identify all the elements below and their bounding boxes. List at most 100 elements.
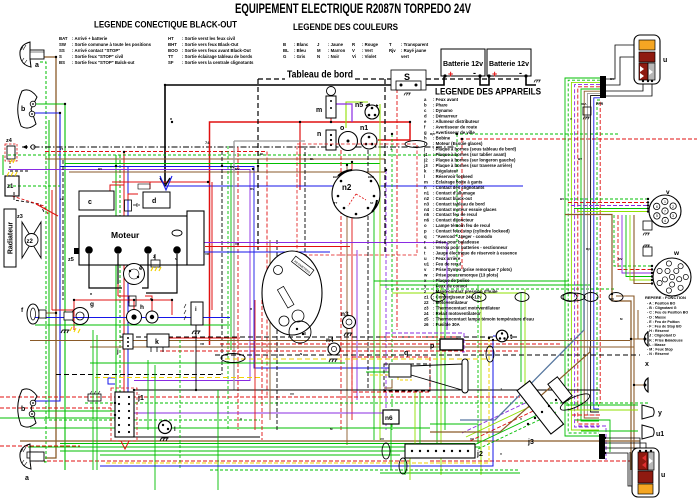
svg-text:: Contact des clignotants: : Contact des clignotants (433, 185, 485, 190)
svg-text:HT: HT (168, 36, 174, 41)
svg-text:a: a (424, 97, 427, 102)
svg-text:R: R (150, 297, 153, 301)
svg-text:t: t (424, 251, 426, 256)
svg-text:: Feux de convoi: : Feux de convoi (433, 284, 467, 289)
svg-text:: Feux avant: : Feux avant (433, 97, 459, 102)
svg-text:: Mano-contact pression d'hui: : Mano-contact pression d'huile (433, 289, 498, 294)
svg-text:: Arrivé + batterie: : Arrivé + batterie (72, 36, 108, 41)
svg-text:Tableau de bord: Tableau de bord (287, 70, 353, 81)
svg-text:VR: VR (200, 342, 205, 346)
svg-text:z6: z6 (424, 322, 429, 327)
svg-text:m: m (424, 179, 428, 184)
svg-text:: Gris: : Gris (294, 54, 306, 59)
svg-text:+: + (448, 69, 453, 79)
svg-text:: Avertisseur de route: : Avertisseur de route (433, 124, 478, 129)
svg-text:: Fusible 30A: : Fusible 30A (433, 322, 460, 327)
svg-text:u1: u1 (656, 431, 664, 438)
svg-text:V: V (500, 452, 502, 456)
svg-text:- H : Réservé: - H : Réservé (647, 329, 669, 333)
svg-text:w: w (423, 273, 428, 278)
svg-text:30A: 30A (581, 102, 587, 106)
svg-text:2: 2 (672, 205, 674, 209)
svg-text:RjV: RjV (586, 247, 591, 251)
svg-text:p: p (430, 343, 434, 350)
svg-text:j3: j3 (423, 163, 428, 168)
svg-text:vert: vert (401, 54, 409, 59)
svg-text:: Prise pour baladeuse: : Prise pour baladeuse (433, 240, 480, 245)
svg-text:BOO: BOO (168, 48, 178, 53)
svg-text:- C : Feu de Position BO: - C : Feu de Position BO (647, 311, 688, 315)
svg-text:o: o (340, 125, 344, 132)
svg-text:: Contact black-out: : Contact black-out (433, 196, 472, 201)
svg-text:: Sortie vers la centrale cli: : Sortie vers la centrale clignotants (182, 60, 254, 65)
svg-text:x: x (424, 278, 427, 283)
svg-text:o: o (424, 223, 427, 228)
svg-text:: Dynamo: : Dynamo (433, 108, 453, 113)
svg-text:l: l (174, 427, 176, 433)
svg-text:: Allumeur distributeur: : Allumeur distributeur (433, 119, 479, 124)
svg-text:j1: j1 (137, 395, 144, 402)
svg-text:e: e (139, 266, 143, 272)
svg-text:BV: BV (610, 77, 614, 81)
svg-text:j1: j1 (423, 152, 428, 157)
svg-text:SF: SF (370, 201, 374, 205)
svg-text:V: V (450, 297, 452, 301)
svg-text:LEGENDE DES APPAREILS: LEGENDE DES APPAREILS (435, 87, 541, 98)
svg-text:J: J (500, 387, 502, 391)
svg-text:N: N (317, 54, 320, 59)
svg-text:Moteur: Moteur (111, 230, 140, 240)
svg-text:74: 74 (205, 140, 210, 145)
svg-text:j3: j3 (527, 439, 534, 446)
svg-text:a: a (35, 62, 39, 69)
svg-text:n2: n2 (424, 196, 430, 201)
svg-text:q: q (424, 234, 427, 239)
svg-text:: Sortie vers feux avant Blac: : Sortie vers feux avant Black-Out (182, 48, 251, 53)
svg-text:VV: VV (470, 437, 474, 441)
svg-text:: Rayé jaune: : Rayé jaune (401, 48, 427, 53)
svg-text:f: f (424, 124, 426, 129)
svg-text:6: 6 (656, 205, 658, 209)
svg-text:PPR: PPR (596, 102, 604, 106)
svg-text:V: V (570, 117, 572, 121)
svg-text:R: R (90, 292, 93, 296)
svg-text:n3: n3 (424, 201, 430, 206)
svg-text:Batterie 12v: Batterie 12v (443, 59, 483, 68)
svg-text:: Feux arrière: : Feux arrière (433, 256, 461, 261)
svg-text:T: T (389, 42, 392, 47)
svg-text:Vi: Vi (352, 54, 356, 59)
svg-text:: Arrivé contact "STOP": : Arrivé contact "STOP" (72, 48, 120, 53)
svg-text:: Feu de recul: : Feu de recul (433, 262, 461, 267)
svg-text:M: M (317, 48, 321, 53)
svg-text:j: j (116, 349, 119, 355)
svg-text:g: g (90, 301, 94, 308)
svg-text:u: u (663, 57, 667, 64)
svg-text:z2: z2 (424, 300, 429, 305)
svg-text:n1: n1 (424, 190, 430, 195)
svg-text:Rjv: Rjv (389, 48, 396, 53)
svg-text:: Vert: : Vert (362, 48, 373, 53)
svg-text:f: f (21, 307, 24, 314)
svg-text:b: b (21, 406, 25, 413)
svg-text:: Réservoir lockeed: : Réservoir lockeed (433, 174, 473, 179)
svg-text:REPERE : FONCTION: REPERE : FONCTION (645, 295, 686, 300)
svg-text:: Sortie éclairage tableau de: : Sortie éclairage tableau de bords (182, 54, 253, 59)
svg-text:: Sortie feux "STOP" Balck-ou: : Sortie feux "STOP" Balck-out (72, 60, 135, 65)
svg-text:S: S (404, 72, 410, 82)
svg-text:SS: SS (59, 48, 65, 53)
svg-text:zz: zz (60, 197, 64, 201)
svg-text:n5: n5 (355, 102, 363, 109)
svg-text:: Relait motoventilateur: : Relait motoventilateur (433, 311, 481, 316)
svg-text:: Plaque à bornes (sur traver: : Plaque à bornes (sur traverse arrière) (433, 163, 513, 168)
svg-text:n6: n6 (385, 415, 393, 422)
svg-text:B: B (283, 42, 286, 47)
svg-text:74: 74 (60, 147, 64, 151)
svg-text:1: 1 (664, 200, 666, 204)
svg-text:J: J (317, 42, 320, 47)
svg-text:y: y (658, 410, 662, 417)
svg-text:RjV: RjV (430, 132, 435, 136)
svg-text:VV: VV (380, 437, 384, 441)
svg-text:BAT: BAT (59, 36, 68, 41)
svg-text:LEGENDE DES COULEURS: LEGENDE DES COULEURS (293, 22, 398, 33)
svg-text:k: k (155, 339, 159, 346)
svg-text:BL: BL (310, 157, 314, 161)
